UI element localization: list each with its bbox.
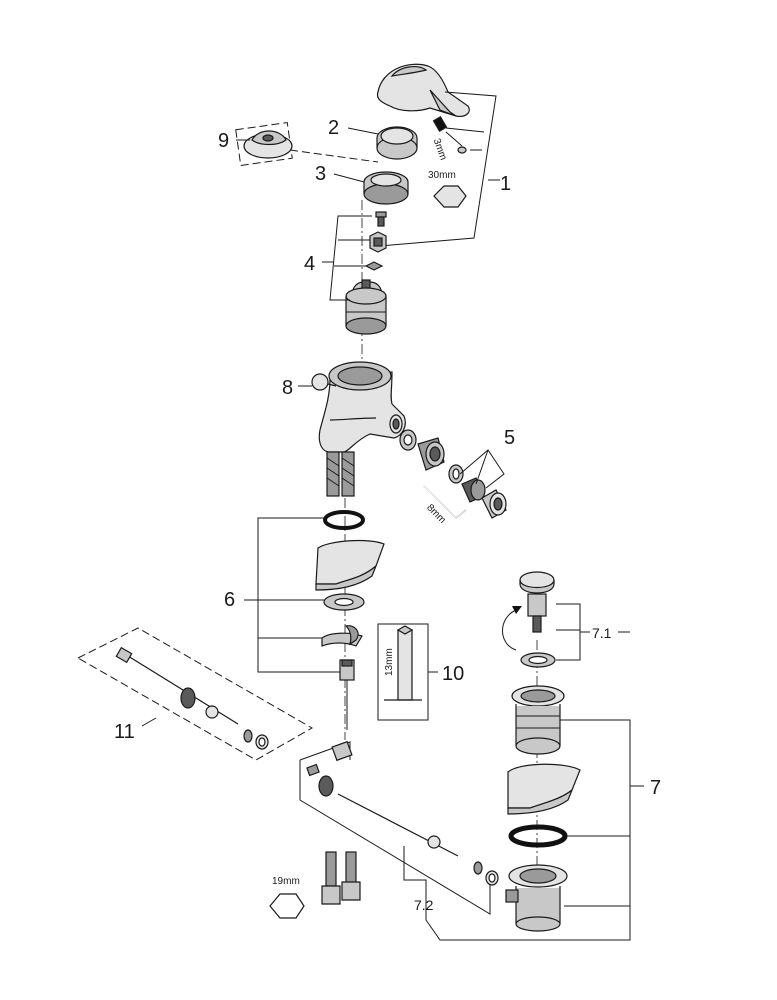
allen-key-3mm-label: 3mm xyxy=(431,137,449,162)
box-key-13mm-icon xyxy=(384,625,422,701)
ceramic-cartridge-part xyxy=(345,279,387,335)
waste-basin-section-part xyxy=(507,763,581,815)
aerator-housing-part xyxy=(417,437,445,471)
callout-3: 3 xyxy=(315,163,326,185)
lever-handle-part xyxy=(376,63,470,154)
aerator-insert-part xyxy=(461,477,486,503)
callout-11: 11 xyxy=(114,721,135,743)
callout-7-2: 7.2 xyxy=(414,897,434,913)
callout-10: 10 xyxy=(442,663,464,685)
hose-connectors-part xyxy=(321,851,361,905)
connection-set-part xyxy=(306,740,499,886)
cap-ring-part xyxy=(376,126,418,160)
hex-19mm-label: 19mm xyxy=(272,876,300,887)
mounting-clamp-part xyxy=(321,625,363,647)
callout-8: 8 xyxy=(282,377,293,399)
cartridge-clip-part xyxy=(364,261,384,271)
callout-5: 5 xyxy=(504,427,515,449)
lift-rod-knob-part xyxy=(311,373,337,391)
callout-9: 9 xyxy=(218,130,229,152)
allen-key-8mm-icon xyxy=(423,485,467,519)
mounting-washer-part xyxy=(323,593,365,611)
callout-1: 1 xyxy=(500,173,511,195)
box-key-13mm-label: 13mm xyxy=(384,648,395,676)
basin-section-part xyxy=(315,539,385,591)
waste-o-ring-part xyxy=(508,824,568,848)
flexible-hose-part xyxy=(326,451,355,497)
callout-7-1: 7.1 xyxy=(592,625,612,641)
rotate-arrow-icon xyxy=(502,609,517,651)
hex-19mm-icon xyxy=(269,893,305,919)
aerator-washer-part xyxy=(399,429,417,451)
faucet-body-part xyxy=(318,361,406,453)
cartridge-screw-part xyxy=(375,211,387,227)
aerator-cap-part xyxy=(481,489,507,519)
plug-part xyxy=(519,571,555,633)
cartridge-adapter-part xyxy=(369,231,387,253)
waste-nut-part xyxy=(505,864,568,932)
aerator-seal-part xyxy=(448,464,464,484)
mounting-o-ring-part xyxy=(323,510,365,530)
callout-6: 6 xyxy=(224,589,235,611)
threaded-nut-part xyxy=(363,171,409,205)
plug-seal-part xyxy=(520,652,556,668)
mounting-stud-nut-part xyxy=(339,659,355,730)
callout-7: 7 xyxy=(650,777,661,799)
waste-body-part xyxy=(511,685,565,755)
pop-up-rod-set-part xyxy=(115,646,269,750)
callout-4: 4 xyxy=(304,253,315,275)
callout-2: 2 xyxy=(328,117,339,139)
hex-30mm-label: 30mm xyxy=(428,170,456,181)
hex-30mm-icon xyxy=(433,185,467,208)
covering-cap-part xyxy=(243,130,293,159)
